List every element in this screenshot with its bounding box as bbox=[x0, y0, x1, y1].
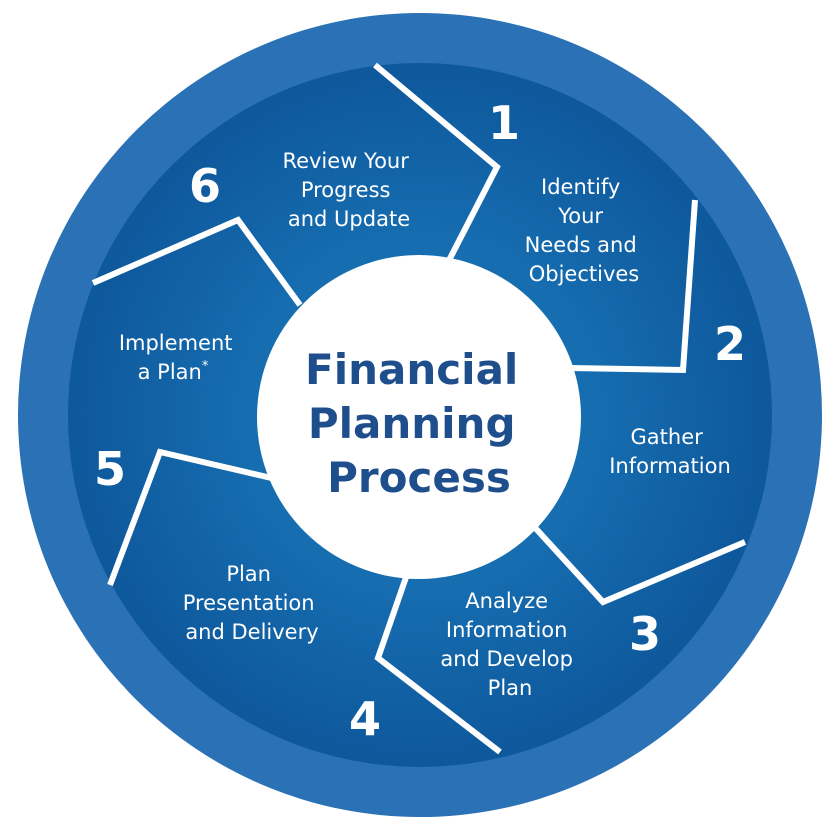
step-3-number: 3 bbox=[629, 607, 661, 661]
divider-5-6 bbox=[107, 448, 281, 587]
step-1-label: Identify Your Needs and Objectives bbox=[525, 175, 644, 286]
center-title-line-3: Process bbox=[327, 453, 511, 502]
divider-6-1 bbox=[91, 216, 303, 307]
step-5-footnote-mark: * bbox=[202, 359, 209, 374]
step-2-label: Gather Information bbox=[609, 425, 731, 478]
divider-1-2 bbox=[373, 62, 501, 274]
step-3-label: Analyze Information and Develop Plan bbox=[440, 589, 579, 700]
step-5-number: 5 bbox=[94, 442, 126, 496]
center-circle bbox=[257, 255, 581, 579]
step-6-label: Review Your Progress and Update bbox=[282, 149, 415, 231]
step-5-label: Implement a Plan* bbox=[119, 331, 239, 384]
step-6-number: 6 bbox=[189, 159, 221, 213]
step-4-label: Plan Presentation and Delivery bbox=[183, 562, 322, 644]
center-title-line-2: Planning bbox=[308, 399, 516, 448]
divider-3-4 bbox=[525, 517, 747, 606]
segment-dividers bbox=[91, 62, 747, 755]
center-title-line-1: Financial bbox=[305, 345, 518, 394]
divider-2-3 bbox=[569, 199, 698, 374]
step-4-number: 4 bbox=[349, 692, 381, 746]
step-2-number: 2 bbox=[714, 317, 746, 371]
center-title: Financial Planning Process bbox=[305, 345, 533, 502]
step-1-number: 1 bbox=[488, 96, 520, 150]
divider-4-5 bbox=[374, 559, 502, 755]
